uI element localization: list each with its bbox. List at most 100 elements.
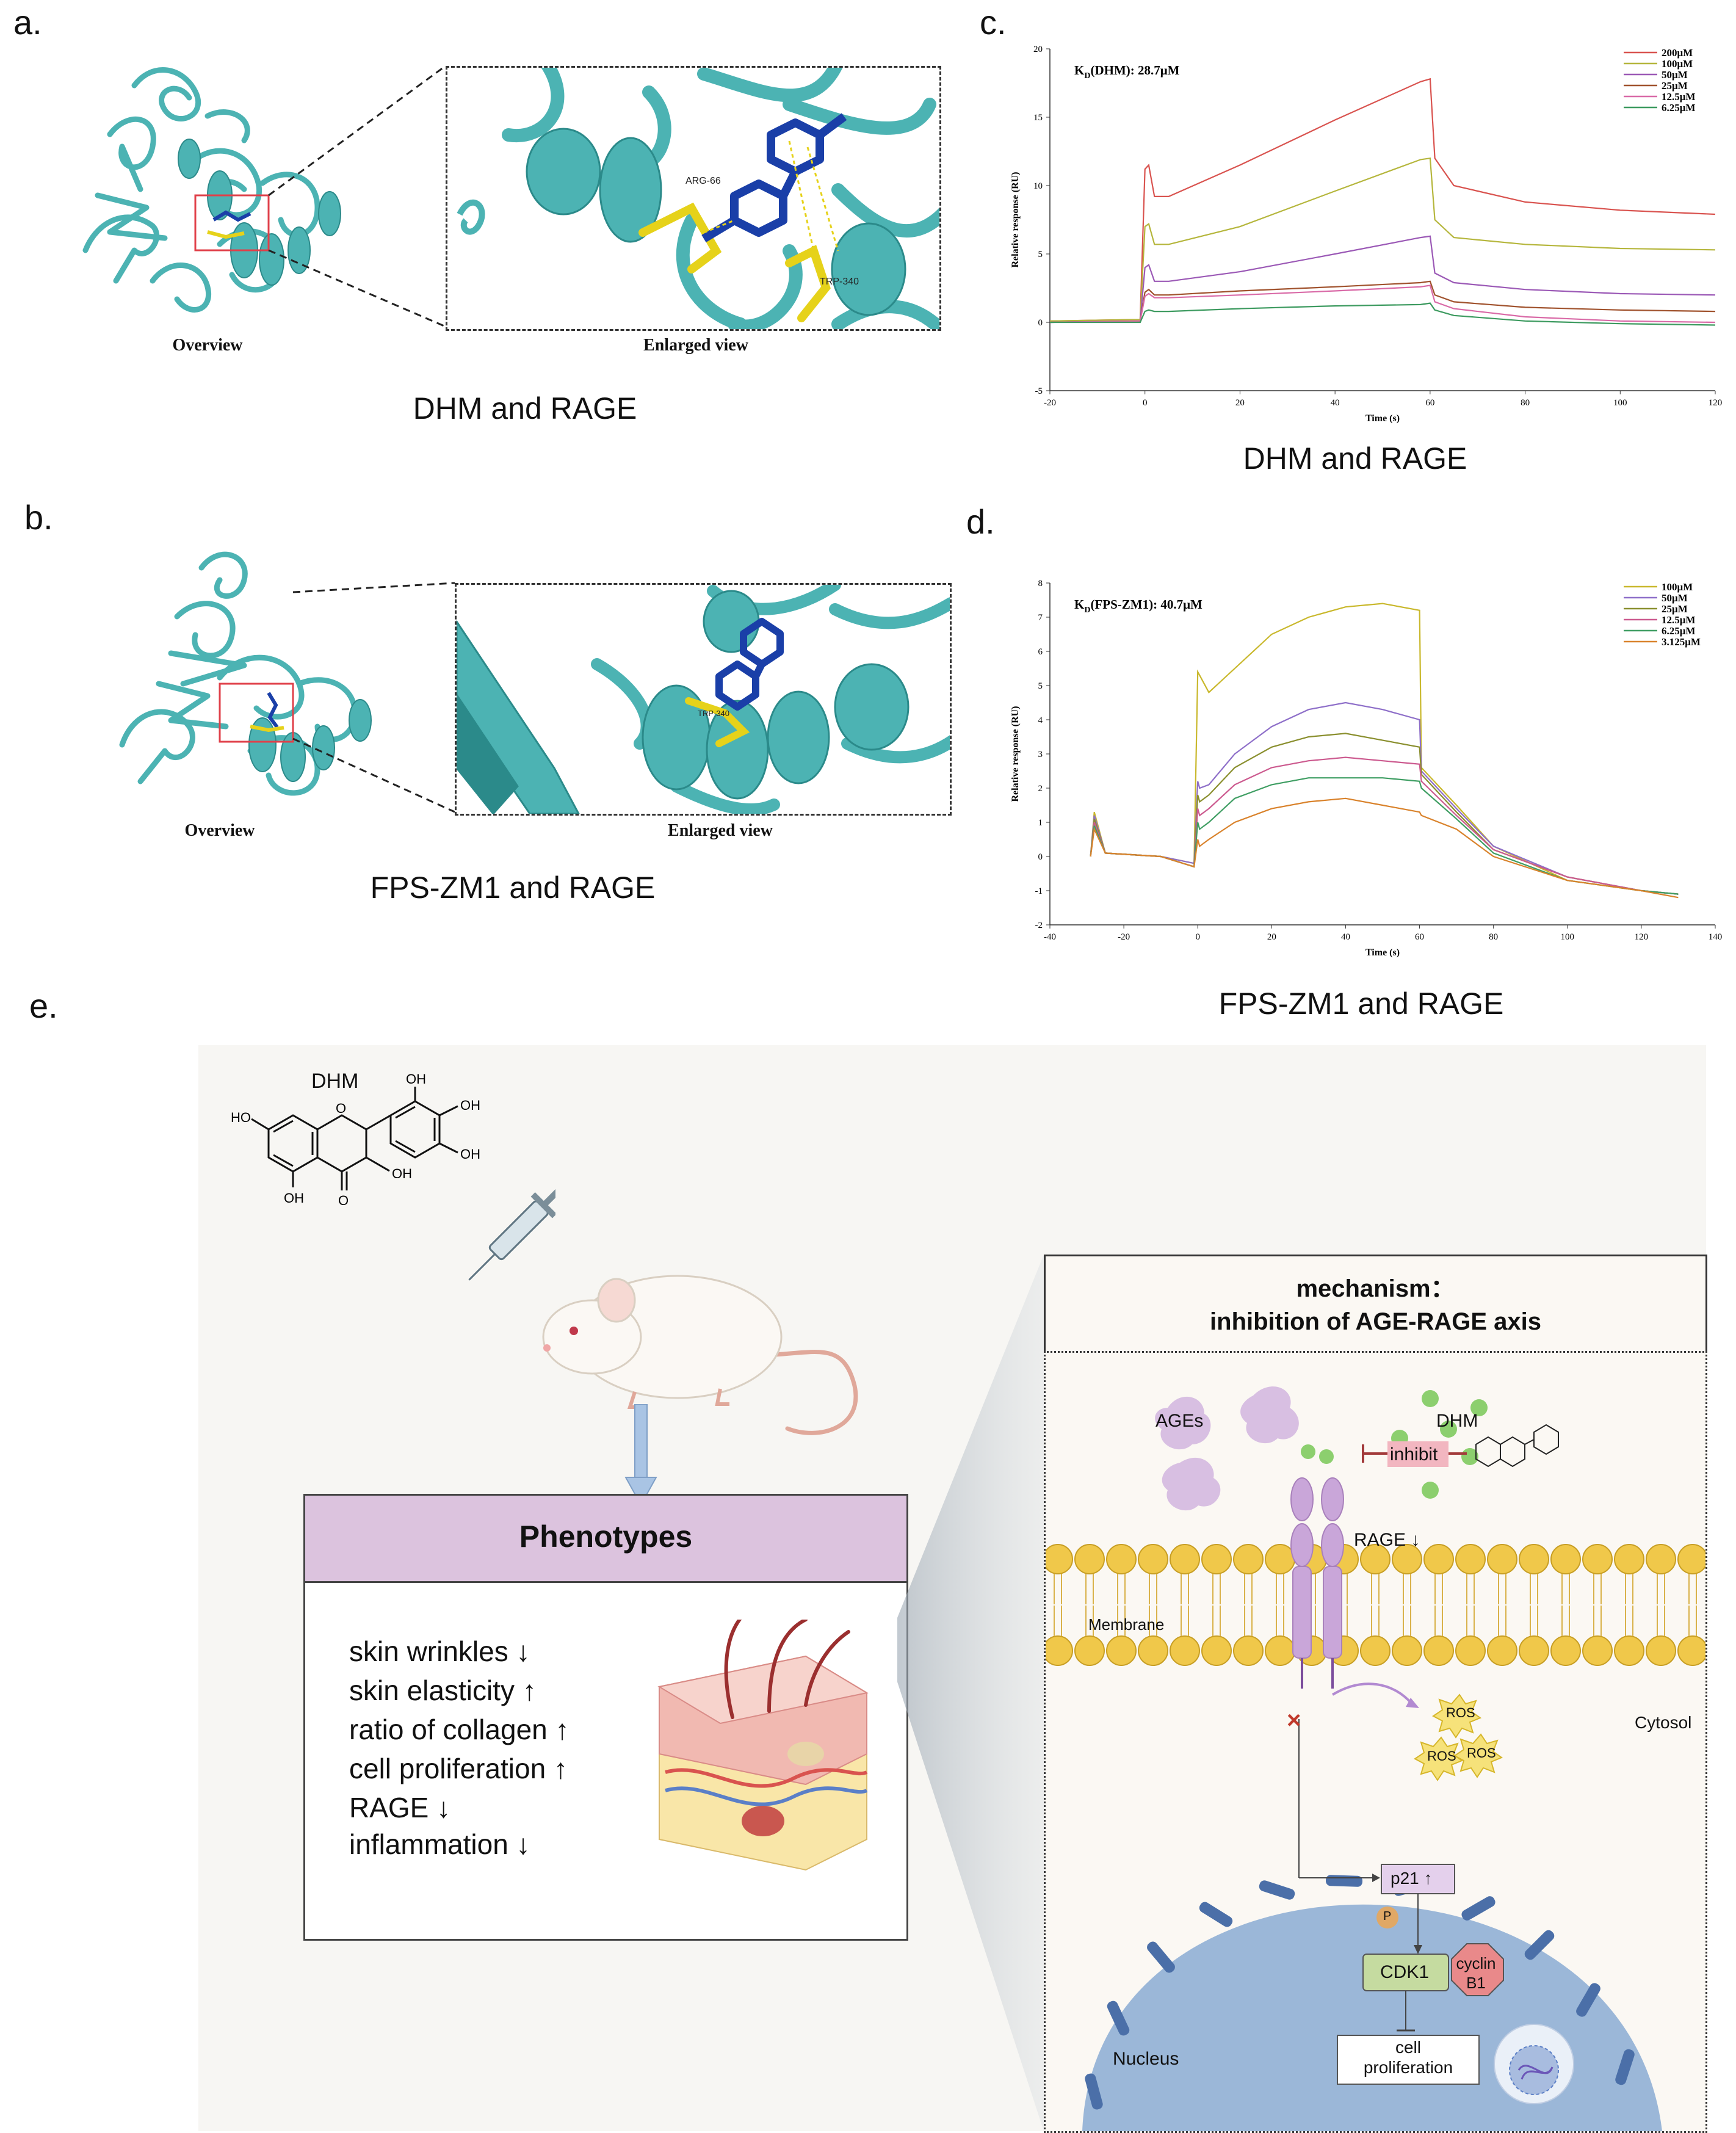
lipid-tail [1530, 1574, 1538, 1636]
lipid-head [1487, 1544, 1517, 1574]
panel-b-zoom-connectors [292, 582, 455, 813]
cytosol-label: Cytosol [1635, 1713, 1692, 1732]
lipid-tail [1181, 1574, 1189, 1636]
lipid-tail [1657, 1574, 1665, 1636]
phenotypes-title: Phenotypes [519, 1519, 693, 1554]
x-tick-label: 0 [1143, 398, 1148, 408]
lipid-head [1550, 1544, 1581, 1574]
panel-b-caption: FPS-ZM1 and RAGE [370, 871, 656, 905]
membrane-label: Membrane [1088, 1615, 1165, 1634]
p21-label: p21 ↑ [1391, 1869, 1433, 1888]
y-tick-label: 15 [1033, 113, 1043, 123]
lipid-tail [1085, 1574, 1094, 1636]
phosphate-label: P [1383, 1910, 1392, 1923]
x-tick-label: 80 [1521, 398, 1530, 408]
cell-proliferation-label-1: cell [1395, 2038, 1421, 2057]
panel-a-overview-structure [82, 67, 341, 313]
y-tick-label: 4 [1038, 715, 1043, 725]
lipid-head [1106, 1544, 1137, 1574]
lipid-head [1519, 1544, 1549, 1574]
y-tick-label: 8 [1038, 579, 1043, 588]
chem-oh-3: OH [406, 1071, 426, 1087]
lipid-head [1455, 1635, 1486, 1666]
y-tick-label: -1 [1035, 886, 1043, 896]
x-axis-title: Time (s) [1365, 947, 1400, 958]
lipid-head [1423, 1544, 1454, 1574]
series-line [1090, 603, 1679, 895]
lipid-head [1455, 1544, 1486, 1574]
x-tick-label: 60 [1415, 932, 1424, 942]
dhm-structure-title: DHM [311, 1070, 359, 1093]
lipid-tail [1498, 1574, 1506, 1636]
lipid-head [1550, 1635, 1581, 1666]
chem-oh-4: OH [460, 1098, 480, 1113]
skin-cross-section-illustration [657, 1620, 869, 1871]
lipid-tail [1688, 1574, 1697, 1636]
lipid-head [1614, 1544, 1644, 1574]
y-tick-label: -5 [1035, 386, 1043, 396]
ros-label: ROS [1467, 1745, 1496, 1761]
y-tick-label: 20 [1033, 45, 1043, 54]
x-axis-title: Time (s) [1365, 413, 1400, 424]
x-tick-label: 80 [1489, 932, 1498, 942]
panel-b-overview-structure [119, 551, 372, 796]
kd-annotation: KD(FPS-ZM1): 40.7μM [1074, 597, 1203, 615]
mechanism-title-line-1: mechanism： [1296, 1275, 1455, 1302]
dhm-chemical-structure: HO OH O O OH OH OH OH [231, 1071, 480, 1208]
y-tick-label: 6 [1038, 647, 1043, 657]
phenotype-item: RAGE ↓ [349, 1792, 451, 1823]
lipid-head [1233, 1544, 1264, 1574]
x-tick-label: 100 [1613, 398, 1627, 408]
x-tick-label: -20 [1044, 398, 1056, 408]
lipid-head [1677, 1635, 1705, 1666]
panel-a-letter: a. [13, 3, 42, 42]
rage-label: RAGE ↓ [1354, 1530, 1420, 1550]
panel-c-caption: DHM and RAGE [1243, 441, 1467, 476]
kd-annotation: KD(DHM): 28.7μM [1074, 63, 1180, 81]
series-line [1090, 701, 1679, 895]
y-tick-label: 7 [1038, 613, 1043, 623]
chem-o-ring: O [336, 1101, 346, 1116]
panel-a-caption: DHM and RAGE [413, 391, 637, 426]
phenotypes-list-box: skin wrinkles ↓ skin elasticity ↑ ratio … [303, 1581, 908, 1941]
blocked-cross-icon: × [1287, 1707, 1301, 1734]
x-tick-label: -20 [1118, 932, 1130, 942]
lipid-tail [1054, 1574, 1062, 1636]
panel-a-enlarged-label: Enlarged view [643, 336, 748, 355]
lipid-head [1138, 1635, 1168, 1666]
chem-oh-2: OH [392, 1166, 412, 1181]
mouse-illustration [542, 1275, 858, 1435]
y-tick-label: 0 [1038, 852, 1043, 862]
cyclin-label: cyclin [1456, 1954, 1496, 1972]
panel-b-letter: b. [24, 498, 53, 537]
phenotypes-header: Phenotypes [303, 1494, 908, 1583]
chem-oh-1: OH [284, 1190, 304, 1206]
y-tick-label: 5 [1038, 250, 1043, 259]
legend-label: 25μM [1662, 80, 1688, 92]
ros-label: ROS [1427, 1748, 1456, 1764]
lipid-head [1677, 1544, 1705, 1574]
x-tick-label: 60 [1425, 398, 1434, 408]
chem-o-keto: O [338, 1193, 349, 1208]
y-axis-title: Relative response (RU) [1010, 172, 1021, 267]
phenotype-item: ratio of collagen ↑ [349, 1714, 570, 1745]
y-tick-label: 1 [1038, 818, 1043, 828]
x-tick-label: 100 [1561, 932, 1575, 942]
lipid-head [1138, 1544, 1168, 1574]
chem-oh-5: OH [460, 1146, 480, 1162]
panel-c-letter: c. [980, 3, 1007, 42]
lipid-head [1233, 1635, 1264, 1666]
series-line [1049, 157, 1716, 322]
panel-a-enlarged-view: ARG-66 TRP-340 [446, 66, 941, 331]
y-axis-title: Relative response (RU) [1010, 706, 1021, 802]
down-arrow-icon [624, 1404, 657, 1507]
legend-label: 6.25μM [1662, 625, 1695, 637]
legend-label: 100μM [1662, 58, 1693, 70]
x-tick-label: 40 [1331, 398, 1340, 408]
lipid-tail [1371, 1574, 1380, 1636]
lipid-head [1392, 1544, 1422, 1574]
legend-label: 50μM [1662, 592, 1688, 604]
y-tick-label: 2 [1038, 784, 1043, 794]
